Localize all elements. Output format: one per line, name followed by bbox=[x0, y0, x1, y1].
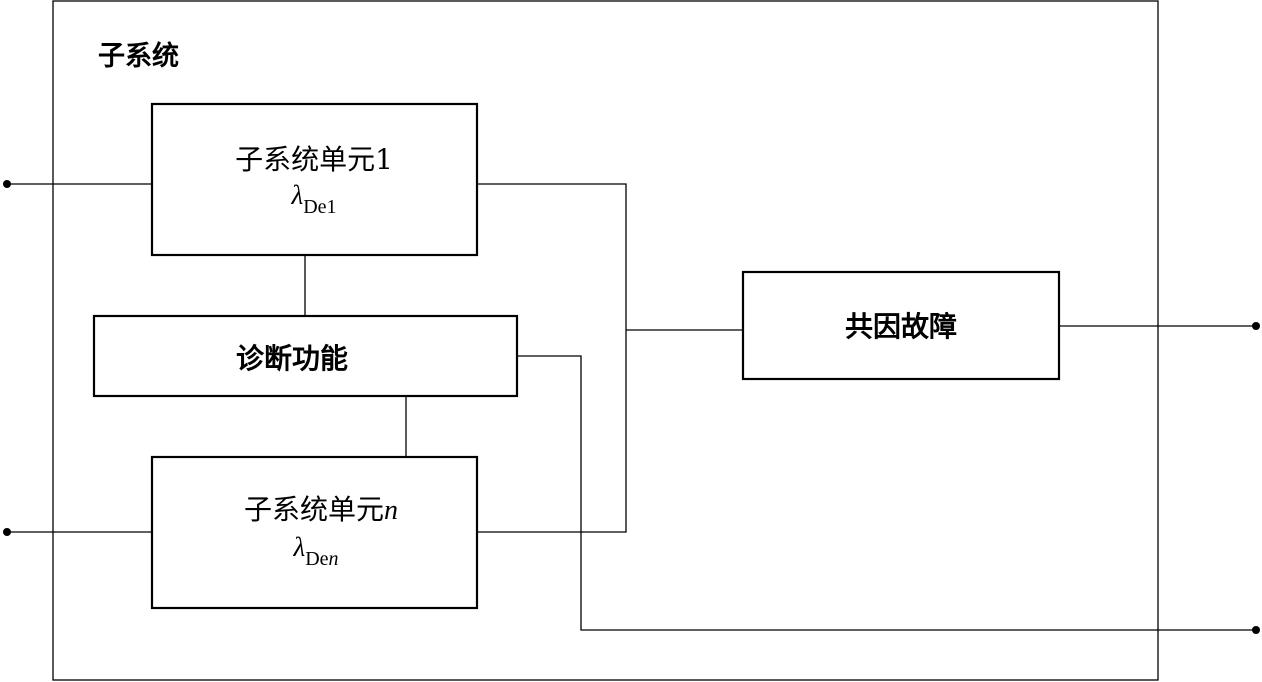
ccf-label: 共因故障 bbox=[844, 310, 958, 343]
unitn-lambda-sub-var: n bbox=[328, 548, 339, 570]
diagnostic-label: 诊断功能 bbox=[235, 342, 349, 375]
unit1-lambda: λDe1 bbox=[291, 180, 336, 218]
input-terminal-unit1 bbox=[3, 180, 11, 188]
unitn-label-var: n bbox=[384, 495, 399, 526]
unitn-label: 子系统单元n bbox=[244, 488, 398, 528]
unit1-lambda-symbol: λ bbox=[291, 180, 304, 210]
output-line-unit1 bbox=[477, 183, 627, 330]
unitn-lambda-sub-main: De bbox=[305, 548, 329, 570]
ccf-box bbox=[741, 270, 1061, 381]
output-line-unitn bbox=[477, 330, 627, 533]
input-terminal-unitn bbox=[3, 528, 11, 536]
subsystem-border bbox=[52, 0, 1159, 681]
subsystem-title: 子系统 bbox=[98, 41, 179, 72]
diagnostic-box bbox=[92, 314, 519, 398]
unit1-box bbox=[150, 102, 479, 257]
unit1-label: 子系统单元1 bbox=[235, 143, 393, 176]
ccf-output-terminal bbox=[1252, 322, 1260, 330]
unitn-box bbox=[150, 455, 479, 610]
unitn-lambda-symbol: λ bbox=[293, 532, 306, 562]
unitn-lambda-subscript: Den bbox=[305, 548, 338, 570]
unit1-lambda-subscript: De1 bbox=[303, 196, 337, 218]
diagnostic-output-line bbox=[517, 355, 1256, 631]
unitn-lambda: λDen bbox=[293, 532, 338, 570]
unitn-label-main: 子系统单元 bbox=[243, 493, 385, 526]
diagnostic-output-terminal bbox=[1252, 626, 1260, 634]
